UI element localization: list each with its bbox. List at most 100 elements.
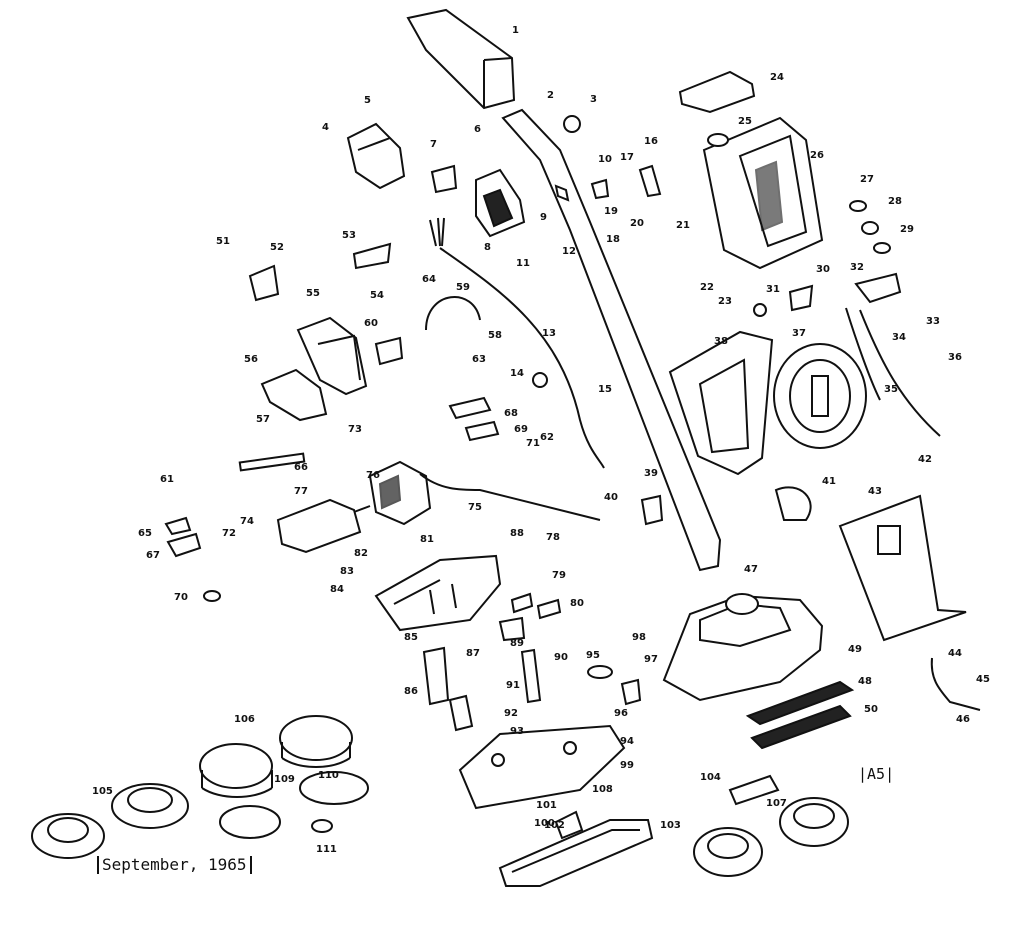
callout-label-88: 88 bbox=[510, 528, 524, 539]
callout-label-73: 73 bbox=[348, 424, 362, 435]
callout-label-9: 9 bbox=[540, 212, 547, 223]
callout-label-30: 30 bbox=[816, 264, 830, 275]
callout-label-98: 98 bbox=[632, 632, 646, 643]
callout-label-41: 41 bbox=[822, 476, 836, 487]
callout-label-28: 28 bbox=[888, 196, 902, 207]
callout-label-68: 68 bbox=[504, 408, 518, 419]
armature-part bbox=[276, 498, 371, 554]
callout-label-58: 58 bbox=[488, 330, 502, 341]
callout-label-13: 13 bbox=[542, 328, 556, 339]
callout-label-80: 80 bbox=[570, 598, 584, 609]
callout-label-87: 87 bbox=[466, 648, 480, 659]
callout-label-55: 55 bbox=[306, 288, 320, 299]
callout-label-72: 72 bbox=[222, 528, 236, 539]
callout-label-79: 79 bbox=[552, 570, 566, 581]
callout-label-42: 42 bbox=[918, 454, 932, 465]
plate-code: |A5| bbox=[858, 765, 895, 783]
callout-label-85: 85 bbox=[404, 632, 418, 643]
callout-label-37: 37 bbox=[792, 328, 806, 339]
callout-label-104: 104 bbox=[700, 772, 721, 783]
callout-label-61: 61 bbox=[160, 474, 174, 485]
callout-label-59: 59 bbox=[456, 282, 470, 293]
callout-label-71: 71 bbox=[526, 438, 540, 449]
callout-label-90: 90 bbox=[554, 652, 568, 663]
gear-housing-part bbox=[374, 554, 502, 632]
callout-label-50: 50 bbox=[864, 704, 878, 715]
callout-label-46: 46 bbox=[956, 714, 970, 725]
callout-label-1: 1 bbox=[512, 25, 519, 36]
callout-label-83: 83 bbox=[340, 566, 354, 577]
callout-label-51: 51 bbox=[216, 236, 230, 247]
callout-label-6: 6 bbox=[474, 124, 481, 135]
callout-label-26: 26 bbox=[810, 150, 824, 161]
callout-label-99: 99 bbox=[620, 760, 634, 771]
callout-label-86: 86 bbox=[404, 686, 418, 697]
callout-label-56: 56 bbox=[244, 354, 258, 365]
callout-label-22: 22 bbox=[700, 282, 714, 293]
callout-label-64: 64 bbox=[422, 274, 436, 285]
callout-label-109: 109 bbox=[274, 774, 295, 785]
callout-label-76: 76 bbox=[366, 470, 380, 481]
callout-label-36: 36 bbox=[948, 352, 962, 363]
callout-label-32: 32 bbox=[850, 262, 864, 273]
callout-label-70: 70 bbox=[174, 592, 188, 603]
callout-label-19: 19 bbox=[604, 206, 618, 217]
callout-label-62: 62 bbox=[540, 432, 554, 443]
callout-label-23: 23 bbox=[718, 296, 732, 307]
callout-label-4: 4 bbox=[322, 122, 329, 133]
callout-label-7: 7 bbox=[430, 139, 437, 150]
callout-label-49: 49 bbox=[848, 644, 862, 655]
motor-part bbox=[368, 460, 432, 526]
dust-bag-cover-part bbox=[702, 116, 824, 270]
handle-grip-part bbox=[406, 8, 516, 110]
center-housing-part bbox=[668, 330, 774, 476]
callout-label-66: 66 bbox=[294, 462, 308, 473]
callout-label-35: 35 bbox=[884, 384, 898, 395]
bumper-strip-part bbox=[745, 680, 855, 750]
callout-label-29: 29 bbox=[900, 224, 914, 235]
callout-label-111: 111 bbox=[316, 844, 337, 855]
callout-label-107: 107 bbox=[766, 798, 787, 809]
callout-label-77: 77 bbox=[294, 486, 308, 497]
callout-label-48: 48 bbox=[858, 676, 872, 687]
callout-label-18: 18 bbox=[606, 234, 620, 245]
callout-label-25: 25 bbox=[738, 116, 752, 127]
rear-cover-part bbox=[838, 494, 967, 642]
brush-107-part bbox=[693, 797, 849, 877]
base-plate-part bbox=[458, 724, 626, 810]
callout-label-15: 15 bbox=[598, 384, 612, 395]
callout-label-31: 31 bbox=[766, 284, 780, 295]
callout-label-95: 95 bbox=[586, 650, 600, 661]
brush-105-part bbox=[31, 783, 189, 859]
callout-label-20: 20 bbox=[630, 218, 644, 229]
callout-label-97: 97 bbox=[644, 654, 658, 665]
callout-label-94: 94 bbox=[620, 736, 634, 747]
callout-label-40: 40 bbox=[604, 492, 618, 503]
callout-label-82: 82 bbox=[354, 548, 368, 559]
fan-shield-part bbox=[260, 368, 328, 422]
callout-label-84: 84 bbox=[330, 584, 344, 595]
callout-label-102: 102 bbox=[544, 820, 565, 831]
callout-label-52: 52 bbox=[270, 242, 284, 253]
callout-label-5: 5 bbox=[364, 95, 371, 106]
callout-label-89: 89 bbox=[510, 638, 524, 649]
handle-tube-part bbox=[501, 108, 722, 572]
hose-part bbox=[845, 307, 941, 437]
callout-label-44: 44 bbox=[948, 648, 962, 659]
callout-label-34: 34 bbox=[892, 332, 906, 343]
callout-label-16: 16 bbox=[644, 136, 658, 147]
callout-label-33: 33 bbox=[926, 316, 940, 327]
pad-109-part bbox=[219, 771, 369, 839]
callout-label-110: 110 bbox=[318, 770, 339, 781]
callout-label-45: 45 bbox=[976, 674, 990, 685]
callout-label-11: 11 bbox=[516, 258, 530, 269]
hinge-loop-part bbox=[425, 296, 481, 331]
callout-label-24: 24 bbox=[770, 72, 784, 83]
brush-106-part bbox=[199, 715, 353, 798]
callout-label-10: 10 bbox=[598, 154, 612, 165]
callout-label-53: 53 bbox=[342, 230, 356, 241]
callout-label-47: 47 bbox=[744, 564, 758, 575]
callout-label-12: 12 bbox=[562, 246, 576, 257]
